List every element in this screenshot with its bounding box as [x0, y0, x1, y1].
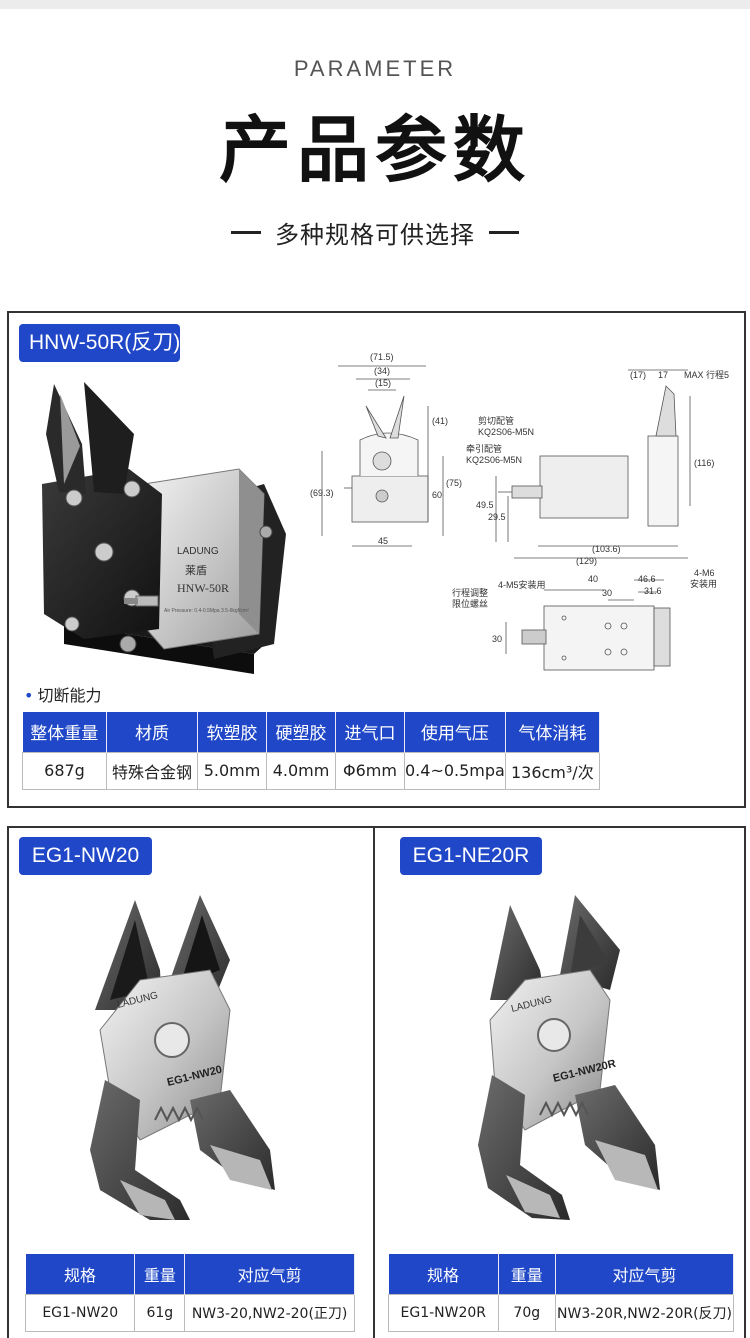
eg1-nw20-blade-image: LADUNG EG1-NW20 [90, 895, 275, 1220]
dim-bottom-30a: 30 [602, 588, 612, 598]
eg1-nw20-th-compatible: 对应气剪 [184, 1254, 355, 1294]
hnw-brand-cn-text: 莱盾 [185, 564, 207, 577]
hnw-th-air-consumption: 气体消耗 [505, 712, 600, 752]
eg1-ne20r-th-spec: 规格 [388, 1254, 499, 1294]
hnw-technical-drawing: (71.5) (34) (15) (41) (69.3) (75) 60 45 … [310, 352, 729, 671]
hnw-th-weight: 整体重量 [22, 712, 107, 752]
dim-side-295: 29.5 [488, 512, 506, 522]
eg1-ne20r-td-compatible: NW3-20R,NW2-20R(反刀) [555, 1293, 734, 1332]
eg1-ne20r-value-row: EG1-NW20R 70g NW3-20R,NW2-20R(反刀) [388, 1293, 734, 1332]
label-cut-pipe: 剪切配管 [478, 415, 514, 426]
hnw-td-material: 特殊合金钢 [106, 751, 198, 790]
subtitle-dash-left [231, 230, 261, 234]
top-strip [0, 0, 750, 9]
label-cut-pipe-part: KQ2S06-M5N [478, 427, 534, 437]
hnw-td-hard-plastic: 4.0mm [266, 751, 336, 790]
label-m6-use: 安装用 [690, 578, 717, 589]
dim-front-d8: 45 [378, 536, 388, 546]
cut-capacity-text: 切断能力 [37, 686, 102, 705]
label-stroke-2: 限位螺丝 [452, 598, 488, 609]
bullet-dot: • [24, 686, 34, 705]
eg1-ne20r-spec-table: 规格 重量 对应气剪 EG1-NW20R 70g NW3-20R,NW2-20R… [388, 1254, 734, 1332]
eg1-ne20r-td-weight: 70g [497, 1293, 557, 1332]
hnw-brand-text: LADUNG [177, 546, 219, 557]
dim-side-1036: (103.6) [592, 544, 621, 554]
dim-front-d4: (41) [432, 416, 448, 426]
label-pull-pipe: 牵引配管 [466, 443, 502, 454]
cut-capacity-label: •切断能力 [24, 682, 101, 706]
eg1-nw20-header-row: 规格 重量 对应气剪 [25, 1254, 355, 1294]
eg1-nw20-td-weight: 61g [134, 1293, 186, 1332]
dim-front-d7: 60 [432, 490, 442, 500]
label-pull-pipe-part: KQ2S06-M5N [466, 455, 522, 465]
dim-side-17a: (17) [630, 370, 646, 380]
dim-bottom-316: 31.6 [644, 586, 662, 596]
hnw-th-air-inlet: 进气口 [335, 712, 405, 752]
eg1-ne20r-th-compatible: 对应气剪 [555, 1254, 734, 1294]
eg1-nw20-td-compatible: NW3-20,NW2-20(正刀) [184, 1293, 355, 1332]
eg1-nw20-th-spec: 规格 [25, 1254, 136, 1294]
eg1-nw20-spec-table: 规格 重量 对应气剪 EG1-NW20 61g NW3-20,NW2-20(正刀… [24, 1254, 355, 1332]
dim-side-129: (129) [576, 556, 597, 566]
dim-bottom-466: 46.6 [638, 574, 656, 584]
dim-side-495: 49.5 [476, 500, 494, 510]
hnw-td-pressure: 0.4~0.5mpa [404, 751, 506, 790]
hnw-spec-table: 整体重量 材质 软塑胶 硬塑胶 进气口 使用气压 气体消耗 687g 特殊合金钢… [22, 712, 600, 790]
hnw-model-text: HNW-50R [177, 581, 229, 595]
hnw-tag: HNW-50R(反刀) [19, 324, 180, 362]
parameter-title-en: PARAMETER [293, 56, 457, 81]
hnw-spec-header-row: 整体重量 材质 软塑胶 硬塑胶 进气口 使用气压 气体消耗 [22, 712, 600, 752]
dim-side-max: MAX 行程5 [684, 369, 729, 380]
eg1-ne20r-td-spec: EG1-NW20R [388, 1293, 499, 1332]
hnw-product-image: LADUNG 莱盾 HNW-50R Air Pressure: 0.4-0.5M… [42, 382, 286, 674]
dim-side-116: (116) [694, 458, 714, 468]
hnw-th-pressure: 使用气压 [404, 712, 506, 752]
subtitle-row: 多种规格可供选择 [0, 214, 750, 250]
label-stroke-1: 行程调整 [452, 587, 488, 598]
hnw-td-weight: 687g [22, 751, 107, 790]
hnw-td-air-inlet: Φ6mm [335, 751, 405, 790]
hnw-spec-value-row: 687g 特殊合金钢 5.0mm 4.0mm Φ6mm 0.4~0.5mpa 1… [22, 751, 600, 790]
dim-front-d1: (71.5) [370, 352, 394, 362]
dim-side-17b: 17 [658, 370, 668, 380]
subtitle-dash-right [489, 230, 519, 234]
eg1-nw20-tag: EG1-NW20 [19, 837, 152, 875]
hnw-td-air-consumption: 136cm³/次 [504, 751, 600, 790]
hnw-th-material: 材质 [106, 712, 198, 752]
hnw-td-soft-plastic: 5.0mm [197, 751, 267, 790]
dim-bottom-40: 40 [588, 574, 598, 584]
dim-front-d2: (34) [374, 366, 390, 376]
eg1-ne20r-blade-image: LADUNG EG1-NW20R [478, 895, 660, 1220]
hnw-th-hard-plastic: 硬塑胶 [266, 712, 336, 752]
label-m6: 4-M6 [694, 568, 715, 578]
hnw-pressure-text: Air Pressure: 0.4-0.5Mpa 3.5-6kgf/cm² [164, 608, 249, 614]
label-m5: 4-M5安装用 [498, 579, 546, 590]
dim-front-d6: (75) [446, 478, 462, 488]
dim-bottom-30b: 30 [492, 634, 502, 644]
dim-front-d5: (69.3) [310, 488, 334, 498]
eg1-nw20-th-weight: 重量 [134, 1254, 186, 1294]
parameter-title-cn: 产品参数 [218, 108, 531, 192]
eg1-nw20-value-row: EG1-NW20 61g NW3-20,NW2-20(正刀) [24, 1293, 355, 1332]
eg1-ne20r-th-weight: 重量 [498, 1254, 557, 1294]
hnw-th-soft-plastic: 软塑胶 [197, 712, 267, 752]
subtitle-text: 多种规格可供选择 [275, 220, 475, 249]
dim-front-d3: (15) [375, 378, 391, 388]
eg1-ne20r-header-row: 规格 重量 对应气剪 [388, 1254, 734, 1294]
eg1-nw20-td-spec: EG1-NW20 [24, 1293, 136, 1332]
eg1-ne20r-tag: EG1-NE20R [400, 837, 542, 875]
